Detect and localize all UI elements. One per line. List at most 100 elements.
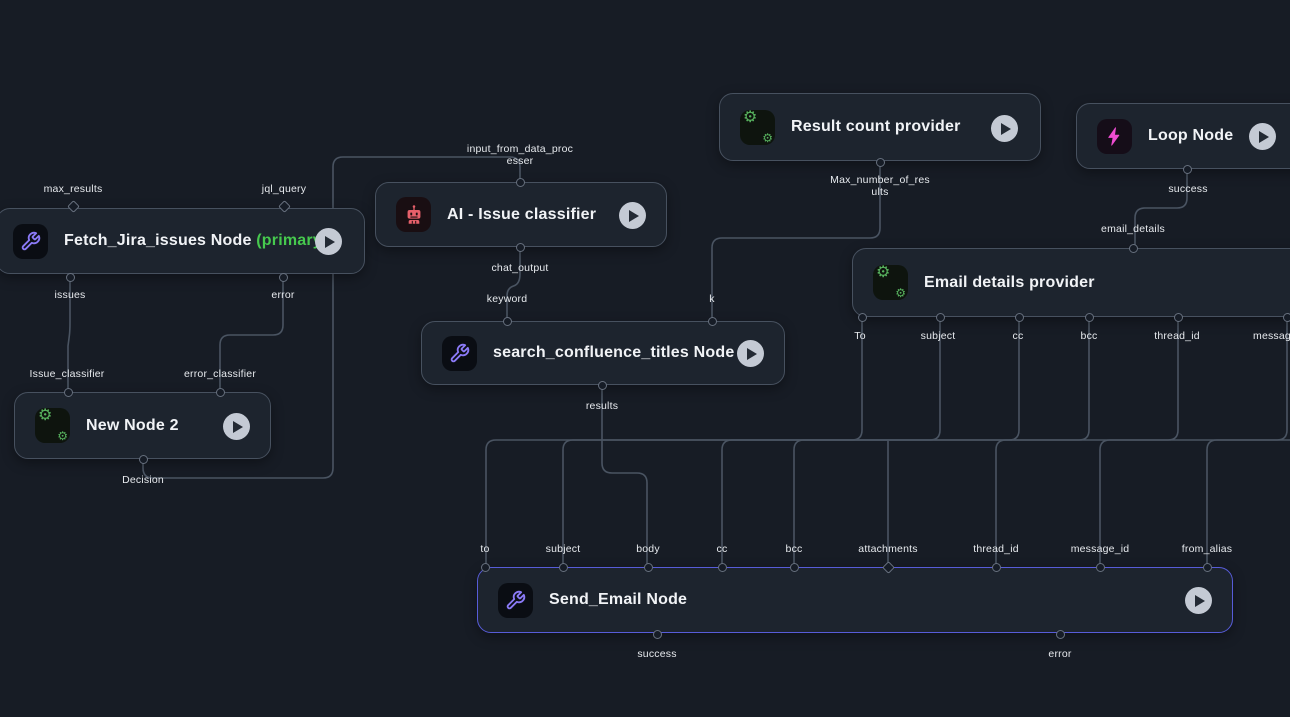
handle-loop-out-success[interactable]	[1182, 164, 1192, 174]
node-email-details-provider[interactable]: ⚙⚙ Email details provider	[852, 248, 1290, 317]
handle-email-in-email-details[interactable]	[1128, 243, 1138, 253]
handle-ai-out-chat-output[interactable]	[515, 242, 525, 252]
wire-label-send-body: body	[636, 543, 660, 555]
handle-send-out-success[interactable]	[652, 629, 662, 639]
wire-label-max-results: max_results	[43, 183, 103, 195]
edge-fetch-error-to-new2[interactable]	[219, 277, 284, 392]
lightning-icon	[1097, 118, 1132, 154]
wire-label-email-details: email_details	[1101, 223, 1165, 235]
wire-label-send-cc: cc	[716, 543, 728, 555]
run-node-button[interactable]	[1249, 123, 1276, 150]
node-title: Fetch_Jira_issues Node (primary)	[64, 232, 328, 249]
handle-new2-in-issue-classifier[interactable]	[63, 387, 73, 397]
play-icon	[747, 347, 757, 360]
node-fetch-jira-issues[interactable]: Fetch_Jira_issues Node (primary)	[0, 208, 365, 274]
handle-ai-in-input[interactable]	[515, 177, 525, 187]
node-send-email[interactable]: Send_Email Node	[477, 567, 1233, 633]
run-node-button[interactable]	[737, 340, 764, 367]
wire-label-max-number-of-results: Max_number_of_results	[830, 174, 930, 198]
handle-send-in-body[interactable]	[643, 562, 653, 572]
handle-send-out-error[interactable]	[1055, 629, 1065, 639]
handle-email-out-message-id[interactable]	[1282, 312, 1290, 322]
wire-label-issues: issues	[54, 289, 86, 301]
handle-search-in-keyword[interactable]	[502, 316, 512, 326]
wire-label-email-thread-id: thread_id	[1154, 330, 1200, 342]
edge-email-threadid-to-send-threadid[interactable]	[995, 317, 1179, 567]
handle-send-in-thread-id[interactable]	[991, 562, 1001, 572]
handle-send-in-from-alias[interactable]	[1202, 562, 1212, 572]
handle-email-out-bcc[interactable]	[1084, 312, 1094, 322]
wrench-icon	[498, 582, 533, 618]
node-loop[interactable]: Loop Node	[1076, 103, 1290, 169]
edge-loop-success-to-email-details[interactable]	[1134, 169, 1188, 248]
handle-new2-in-error-classifier[interactable]	[215, 387, 225, 397]
play-icon	[629, 209, 639, 222]
edge-to-send-fromalias[interactable]	[1206, 439, 1290, 567]
edge-email-messageid-to-send-messageid[interactable]	[1099, 317, 1288, 567]
wire-label-error: error	[271, 289, 295, 301]
node-new-node-2[interactable]: ⚙⚙ New Node 2	[14, 392, 271, 459]
node-title: search_confluence_titles Node	[493, 344, 735, 361]
wire-label-email-cc: cc	[1012, 330, 1024, 342]
wire-label-send-message-id: message_id	[1070, 543, 1130, 555]
edge-email-bcc-to-send-bcc[interactable]	[793, 317, 1090, 567]
wire-label-send-from-alias: from_alias	[1181, 543, 1233, 555]
node-title: AI - Issue classifier	[447, 205, 597, 223]
wire-label-email-message-id: message_id	[1253, 330, 1290, 342]
wire-label-send-attachments: attachments	[858, 543, 918, 555]
wire-label-keyword: keyword	[486, 293, 528, 305]
handle-send-in-subject[interactable]	[558, 562, 568, 572]
wire-label-chat-output: chat_output	[491, 262, 549, 274]
handle-fetch-out-error[interactable]	[278, 272, 288, 282]
handle-send-in-message-id[interactable]	[1095, 562, 1105, 572]
wire-label-send-success: success	[637, 648, 677, 660]
node-search-confluence-titles[interactable]: search_confluence_titles Node	[421, 321, 785, 385]
handle-email-out-to[interactable]	[857, 312, 867, 322]
handle-search-in-k[interactable]	[707, 316, 717, 326]
wire-label-email-bcc: bcc	[1080, 330, 1098, 342]
handle-search-out-results[interactable]	[597, 380, 607, 390]
wire-label-results: results	[585, 400, 619, 412]
node-result-count-provider[interactable]: ⚙⚙ Result count provider	[719, 93, 1041, 161]
run-node-button[interactable]	[1185, 587, 1212, 614]
handle-email-out-subject[interactable]	[935, 312, 945, 322]
node-title: Email details provider	[924, 273, 1095, 291]
wrench-icon	[442, 335, 477, 371]
wire-label-send-to: to	[480, 543, 490, 555]
run-node-button[interactable]	[223, 413, 250, 440]
node-title: Result count provider	[791, 118, 961, 135]
edge-result-maxnumber-to-search-k[interactable]	[711, 162, 881, 321]
run-node-button[interactable]	[315, 228, 342, 255]
gears-icon: ⚙⚙	[35, 408, 70, 443]
edge-ai-chatoutput-to-search-keyword[interactable]	[506, 247, 521, 321]
primary-badge: (primary)	[256, 232, 328, 249]
edge-search-results-to-send-body[interactable]	[601, 385, 648, 567]
handle-email-out-thread-id[interactable]	[1173, 312, 1183, 322]
handle-result-out-max-number[interactable]	[875, 157, 885, 167]
wire-label-jql-query: jql_query	[261, 183, 307, 195]
wire-label-issue-classifier: Issue_classifier	[29, 368, 105, 380]
handle-send-in-bcc[interactable]	[789, 562, 799, 572]
wire-label-loop-success: success	[1168, 183, 1208, 195]
handle-email-out-cc[interactable]	[1014, 312, 1024, 322]
node-ai-issue-classifier[interactable]: AI - Issue classifier	[375, 182, 667, 247]
play-icon	[325, 235, 335, 248]
wire-label-input-from-data-processer: input_from_data_processer	[466, 143, 574, 167]
gears-icon: ⚙⚙	[740, 109, 775, 145]
handle-fetch-out-issues[interactable]	[65, 272, 75, 282]
handle-send-in-cc[interactable]	[717, 562, 727, 572]
wire-label-send-bcc: bcc	[785, 543, 803, 555]
edge-new2-decision-to-ai-input[interactable]	[142, 156, 521, 479]
wire-label-email-subject: subject	[920, 330, 956, 342]
edge-fetch-issues-to-new2[interactable]	[67, 277, 71, 392]
handle-send-in-to[interactable]	[480, 562, 490, 572]
run-node-button[interactable]	[991, 115, 1018, 142]
wire-label-send-subject: subject	[545, 543, 581, 555]
wire-label-email-to: To	[854, 330, 866, 342]
run-node-button[interactable]	[619, 202, 646, 229]
play-icon	[1195, 594, 1205, 607]
handle-new2-out-decision[interactable]	[138, 454, 148, 464]
wire-label-send-error: error	[1048, 648, 1072, 660]
